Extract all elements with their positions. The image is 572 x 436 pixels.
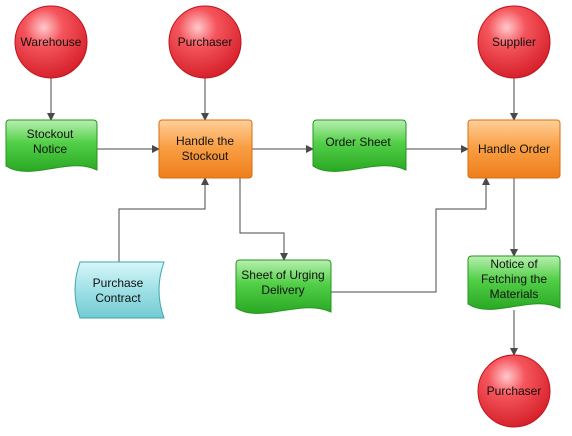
edge-purchase-contract-to-handle-stockout	[118, 177, 209, 262]
node-label: Handle Order	[478, 142, 550, 156]
node-sheet-urging[interactable]: Sheet of Urging Delivery	[235, 259, 332, 314]
node-supplier[interactable]: Supplier	[477, 5, 551, 79]
node-label-line-1: Handle the	[176, 134, 234, 148]
node-warehouse[interactable]: Warehouse	[14, 5, 88, 79]
node-label-line-1: Notice of	[490, 257, 538, 271]
node-label-line-2: Contract	[95, 291, 141, 305]
node-label: Purchaser	[178, 35, 233, 49]
node-handle-order[interactable]: Handle Order	[467, 119, 561, 179]
node-purchase-contract[interactable]: Purchase Contract	[74, 261, 165, 319]
node-label: Warehouse	[21, 35, 82, 49]
node-label: Purchaser	[487, 384, 542, 398]
node-stockout-notice[interactable]: Stockout Notice	[5, 119, 98, 172]
node-purchaser-bottom[interactable]: Purchaser	[477, 354, 551, 428]
node-label-line-1: Purchase	[93, 276, 144, 290]
node-label: Supplier	[492, 35, 536, 49]
node-handle-stockout[interactable]: Handle the Stockout	[158, 119, 253, 179]
node-label: Order Sheet	[325, 135, 391, 149]
node-label-line-2: Delivery	[261, 283, 304, 297]
node-label-line-3: Materials	[490, 287, 539, 301]
node-label-line-2: Notice	[33, 142, 67, 156]
node-label-line-2: Stockout	[182, 149, 229, 163]
node-notice-fetching[interactable]: Notice of Fetching the Materials	[467, 255, 561, 310]
node-purchaser-top[interactable]: Purchaser	[168, 5, 242, 79]
node-label-line-1: Sheet of Urging	[241, 268, 324, 282]
node-order-sheet[interactable]: Order Sheet	[312, 119, 407, 172]
edge-handle-stockout-to-sheet-urging	[239, 178, 288, 261]
edge-sheet-urging-to-handle-order	[331, 177, 490, 293]
node-label-line-2: Fetching the	[481, 272, 547, 286]
node-label-line-1: Stockout	[27, 127, 74, 141]
